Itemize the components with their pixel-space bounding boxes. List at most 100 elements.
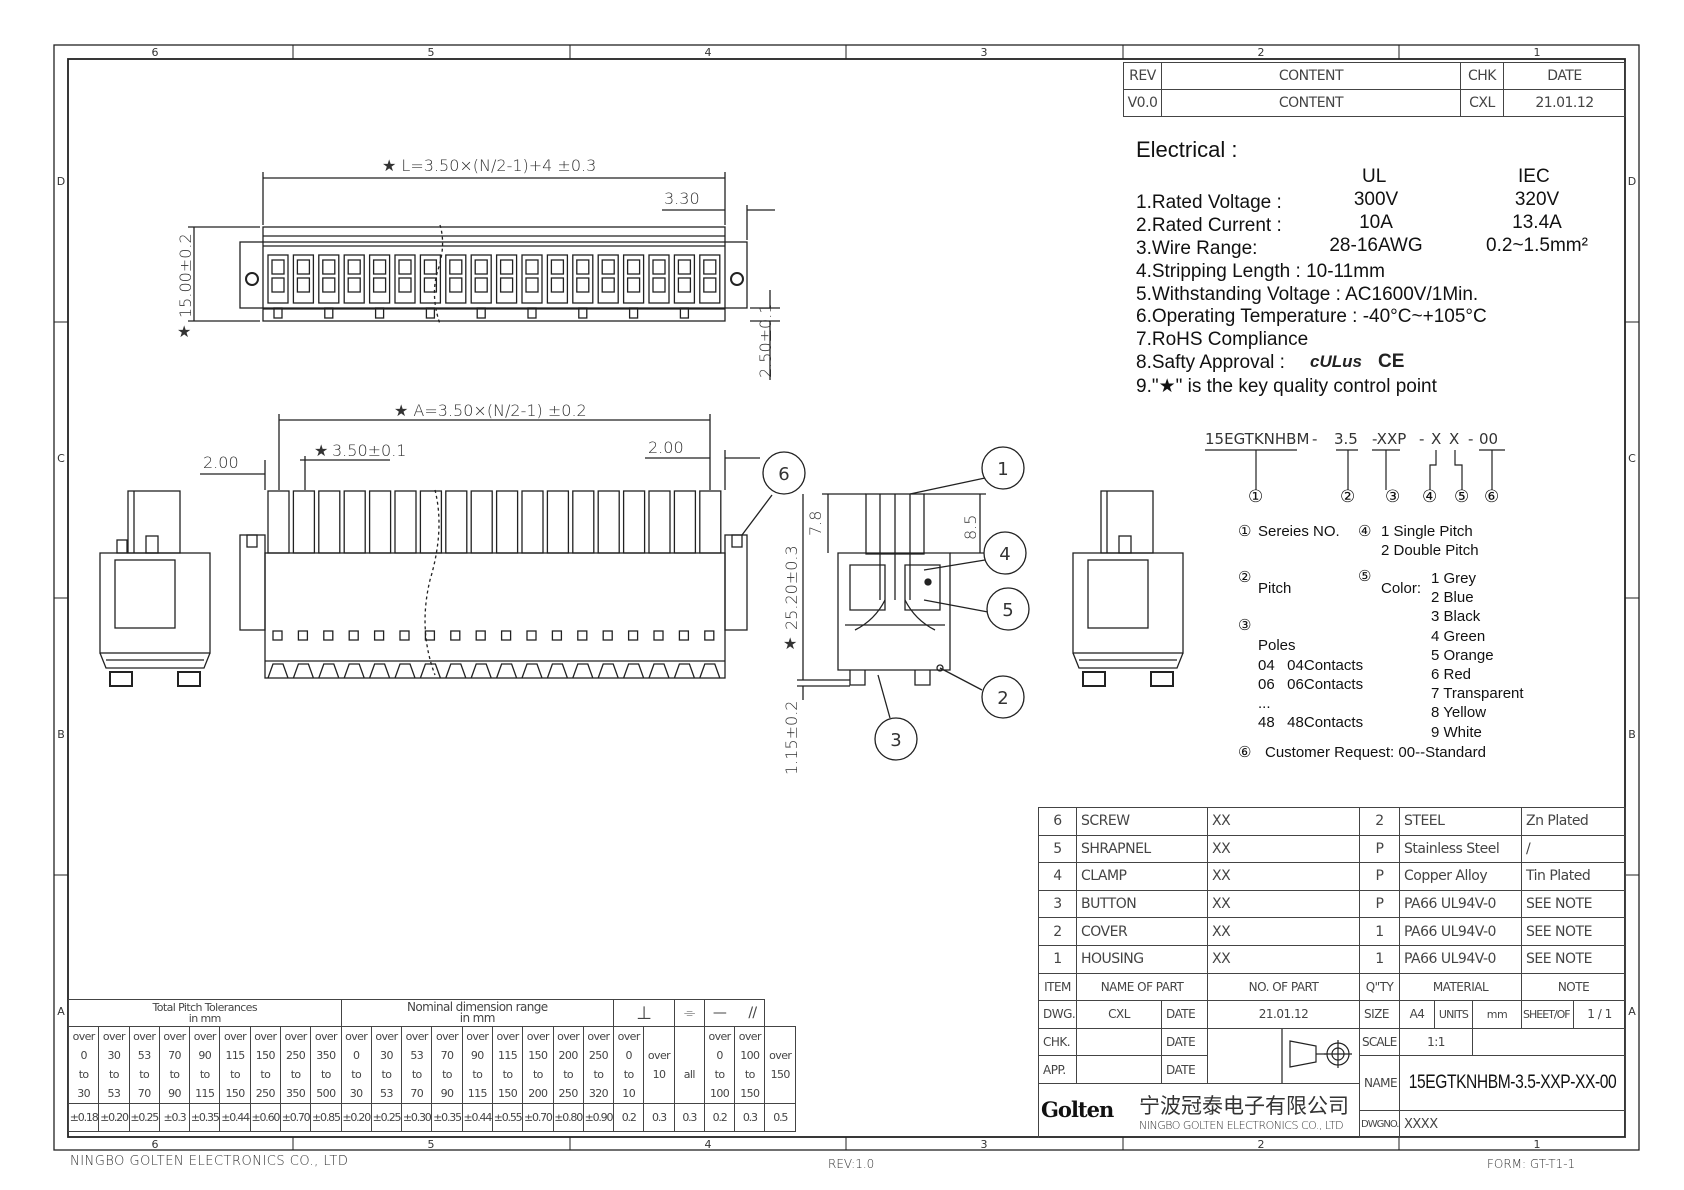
zone-label-x: 4 (705, 1138, 712, 1151)
bom-cell-item: 5 (1039, 835, 1077, 864)
range-text: 150 (225, 1087, 245, 1100)
pole (572, 254, 594, 304)
marker-4: ④ (1358, 523, 1372, 540)
pole (419, 254, 442, 304)
range-text: 350 (286, 1087, 306, 1100)
range-text: 90 (168, 1087, 181, 1100)
pole-top (470, 490, 493, 554)
zone-label-x: 6 (152, 46, 159, 59)
range-text: to (563, 1068, 574, 1081)
range-text: 250 (588, 1049, 609, 1062)
bom-cell-no: XX (1208, 808, 1360, 836)
spec-line: 5.Withstanding Voltage : AC1600V/1Min. (1136, 283, 1479, 305)
legend-color-label: Color: (1381, 580, 1422, 597)
range-text: over (72, 1030, 96, 1043)
pole-option: 06 06Contacts (1258, 676, 1364, 693)
legend-series: Sereies NO. (1258, 523, 1340, 540)
range-text (675, 1028, 703, 1047)
zone-label-x: 4 (705, 46, 712, 59)
code-marker: ① (1248, 487, 1264, 506)
tolerance-value: ±0.25 (370, 1103, 403, 1132)
bom-cell-qty: P (1360, 863, 1400, 891)
rev-cell: 21.01.12 (1504, 90, 1626, 117)
spec-ul: 300V (1353, 189, 1399, 210)
color-option: 3 Black (1431, 608, 1481, 626)
zone-label-y: A (1628, 1005, 1636, 1018)
code-segment: X (1431, 430, 1442, 448)
part-code-leaders (1205, 449, 1505, 490)
tolerance-value: ±0.90 (582, 1103, 615, 1132)
range-text: over (193, 1030, 217, 1043)
zone-label-x: 3 (981, 1138, 988, 1151)
dim-1-15: 1.15±0.2 (782, 700, 801, 775)
range-text: 250 (286, 1049, 306, 1062)
bom-cell-qty: P (1360, 890, 1400, 919)
zone-label-y: A (57, 1005, 65, 1018)
tolerance-value: ±0.80 (552, 1103, 584, 1132)
range-text (675, 1046, 703, 1065)
unit-label: in mm (188, 1012, 222, 1025)
range-text: 90 (440, 1087, 454, 1100)
rev-cell: CXL (1461, 90, 1504, 117)
legend-poles-title: Poles (1258, 637, 1296, 654)
range-text (645, 1084, 673, 1103)
range-text (766, 1084, 795, 1103)
range-text: 30 (349, 1087, 363, 1100)
tolerance-value: ±0.3 (158, 1103, 191, 1132)
range-text: to (442, 1068, 452, 1081)
pole (495, 254, 518, 304)
iec-header: IEC (1518, 166, 1550, 187)
color-option: 7 Transparent (1431, 685, 1524, 703)
range-text (675, 1084, 703, 1103)
bom-cell-name: HOUSING (1077, 946, 1208, 974)
spec-label: 3.Wire Range: (1136, 238, 1258, 259)
chk-value (1077, 1028, 1162, 1057)
bom-cell-material: PA66 UL94V-0 (1400, 890, 1522, 919)
tolerance-value: ±0.20 (340, 1103, 372, 1132)
company-name-cn: 宁波冠泰电子有限公司 (1139, 1095, 1349, 1118)
front-view (200, 414, 773, 679)
range-text: to (381, 1068, 392, 1081)
nominal-title: Nominal dimension range (407, 1000, 548, 1014)
ul-mark: cULus (1310, 352, 1362, 371)
bom-cell-no: XX (1208, 918, 1360, 946)
scale-label: SCALE (1360, 1028, 1400, 1057)
range-text: over (647, 1049, 671, 1062)
dwgno-value: XXXX (1400, 1111, 1626, 1138)
range-text: to (320, 1068, 331, 1081)
rev-header: CONTENT (1162, 63, 1461, 90)
pole (648, 254, 670, 304)
bom-header-no: NO. OF PART (1208, 973, 1360, 1002)
pole-option: ... (1258, 695, 1271, 712)
bom-cell-no: XX (1208, 863, 1360, 891)
pole-top (318, 490, 341, 554)
rev-header: CHK (1461, 63, 1504, 90)
range-text: 0 (716, 1049, 723, 1062)
callout-number: 1 (997, 459, 1008, 480)
range-text: over (375, 1030, 398, 1043)
range-text: to (593, 1068, 604, 1081)
pole (445, 254, 467, 304)
pole-top (648, 490, 671, 554)
projection-cell (1208, 1028, 1360, 1084)
flatness-icon: —// (703, 999, 766, 1027)
range-text: 150 (528, 1049, 548, 1062)
color-option: 4 Green (1431, 627, 1486, 645)
left-end-view (99, 490, 211, 687)
zone-label-x: 3 (981, 46, 988, 59)
range-text: 500 (316, 1087, 336, 1100)
code-segment: -XXP (1372, 430, 1407, 448)
pole-option: 04 04Contacts (1258, 657, 1364, 674)
bom-cell-note: SEE NOTE (1522, 890, 1626, 919)
zone-label-y: B (1628, 728, 1636, 741)
zone-label-y: B (57, 728, 65, 741)
drawing-name: 15EGTKNHBM-3.5-XXP-XX-00 (1408, 1072, 1617, 1094)
bom-cell-no: XX (1208, 890, 1360, 919)
drawing-name-cell: 15EGTKNHBM-3.5-XXP-XX-00 (1400, 1056, 1626, 1111)
